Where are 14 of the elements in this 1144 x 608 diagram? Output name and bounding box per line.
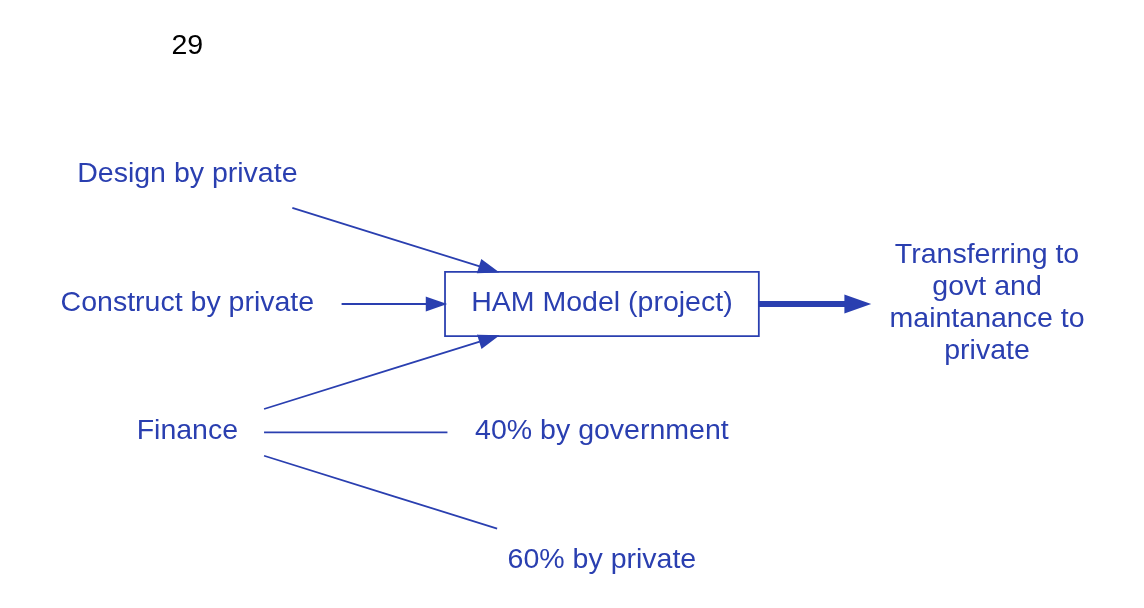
node-text: Finance	[136, 413, 238, 446]
node-text: Construct by private	[60, 284, 314, 317]
node-text: Transferring to govt and maintanance to private	[889, 236, 1085, 365]
label: 29	[171, 28, 203, 61]
node-text: 40% by government	[474, 413, 729, 446]
node-box: HAM Model (project)	[443, 271, 760, 337]
arrow	[758, 294, 871, 314]
connector	[262, 431, 448, 434]
arrow	[290, 206, 499, 274]
arrow	[340, 296, 447, 312]
node-text: Design by private	[76, 156, 298, 189]
connector	[262, 454, 498, 530]
arrow	[262, 334, 500, 410]
node-text: 60% by private	[507, 541, 696, 574]
